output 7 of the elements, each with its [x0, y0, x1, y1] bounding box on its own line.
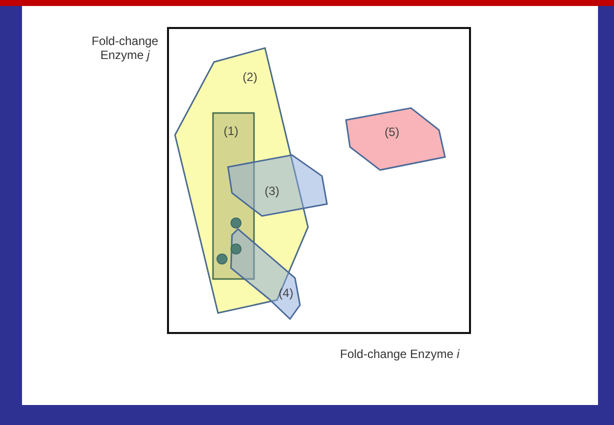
- region-label: (5): [384, 125, 400, 139]
- region-label: (4): [278, 286, 294, 300]
- region-label: (2): [242, 70, 258, 84]
- region-label: (3): [264, 184, 280, 198]
- axis-label: Fold-change Enzyme j: [90, 34, 160, 62]
- region-label: (1): [224, 124, 238, 138]
- axis-label: Fold-change Enzyme i: [340, 347, 460, 361]
